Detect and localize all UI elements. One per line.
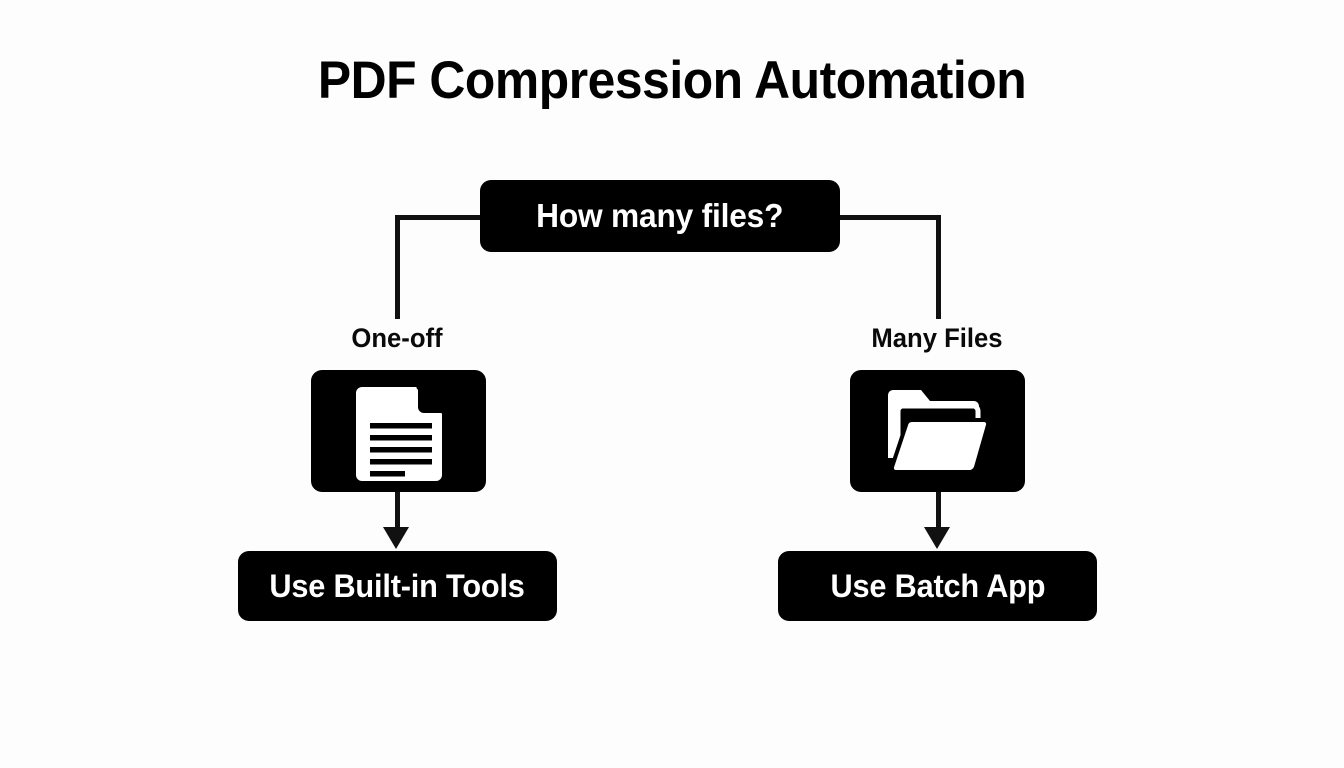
connector-line-left-horizontal — [395, 215, 487, 220]
outcome-node-label-left: Use Built-in Tools — [269, 567, 526, 604]
folder-icon-panel[interactable] — [850, 370, 1025, 492]
outcome-node-batch-app[interactable]: Use Batch App — [778, 551, 1097, 621]
branch-label-one-off: One-off — [351, 323, 443, 353]
arrow-left-head — [383, 527, 409, 549]
document-icon-panel[interactable] — [311, 370, 486, 492]
decision-node-label: How many files? — [536, 197, 784, 234]
branch-label-many-files: Many Files — [871, 323, 1003, 353]
outcome-node-built-in-tools[interactable]: Use Built-in Tools — [238, 551, 557, 621]
outcome-node-label-right: Use Batch App — [830, 567, 1045, 604]
page-title: PDF Compression Automation — [317, 51, 1027, 110]
folder-icon — [887, 390, 990, 474]
arrow-right-shaft — [936, 490, 941, 533]
arrow-left-shaft — [395, 490, 400, 533]
connector-line-right-horizontal — [834, 215, 941, 220]
connector-line-left-vertical — [395, 215, 400, 319]
connector-line-right-vertical — [936, 215, 941, 319]
arrow-right-head — [924, 527, 950, 549]
decision-node[interactable]: How many files? — [480, 180, 840, 252]
document-icon — [355, 385, 445, 481]
